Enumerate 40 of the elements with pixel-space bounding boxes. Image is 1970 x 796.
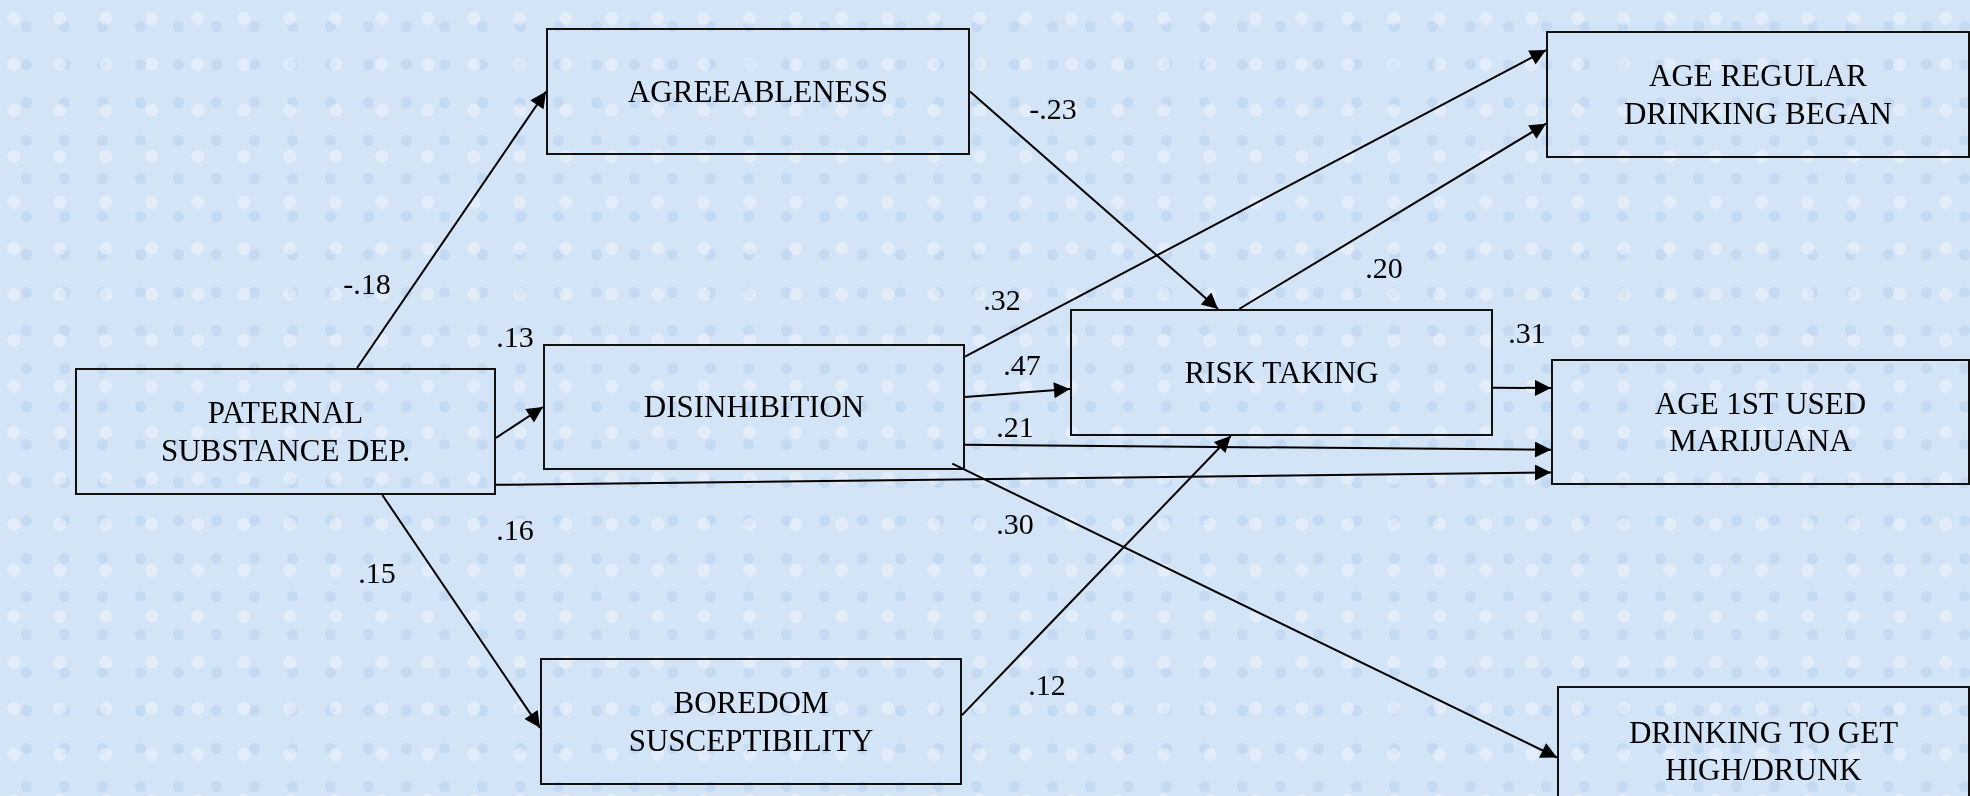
path-coefficient: .20 bbox=[1365, 251, 1403, 285]
path-coefficient: .15 bbox=[358, 556, 396, 590]
variable-name: RISK TAKING bbox=[1184, 353, 1379, 392]
variable-name: AGE 1ST USED MARIJUANA bbox=[1653, 384, 1868, 460]
arrow bbox=[961, 435, 1232, 717]
variable-box bbox=[75, 368, 496, 495]
path-coefficient: -.18 bbox=[343, 267, 391, 301]
variable-name: BOREDOM SUSCEPTIBILITY bbox=[627, 684, 875, 759]
variable-name: DRINKING TO GET HIGH/DRUNK bbox=[1627, 713, 1900, 789]
variable-name: AGE REGULAR DRINKING BEGAN bbox=[1623, 57, 1893, 132]
variable-box bbox=[1557, 686, 1970, 796]
arrow bbox=[381, 494, 541, 729]
arrow bbox=[495, 464, 1552, 486]
path-coefficient: .47 bbox=[1003, 348, 1041, 382]
path-coefficient: -.23 bbox=[1029, 92, 1077, 126]
arrow bbox=[964, 49, 1547, 358]
variable-box bbox=[543, 344, 965, 470]
arrow bbox=[964, 441, 1552, 458]
path-coefficient: .12 bbox=[1028, 668, 1066, 702]
path-coefficient: .16 bbox=[496, 513, 534, 547]
variable-box bbox=[546, 28, 970, 155]
arrow bbox=[951, 462, 1558, 759]
path-coefficient: .21 bbox=[996, 410, 1034, 444]
arrow bbox=[964, 382, 1071, 399]
variable-box bbox=[1546, 31, 1970, 158]
path-coefficient: .32 bbox=[983, 283, 1021, 317]
path-coefficient: .13 bbox=[496, 320, 534, 354]
arrow bbox=[356, 90, 547, 369]
arrow bbox=[969, 90, 1220, 310]
variable-name: DISINHIBITION bbox=[643, 388, 865, 426]
path-coefficient: .30 bbox=[996, 507, 1034, 541]
arrow bbox=[1492, 379, 1552, 396]
variable-box bbox=[540, 658, 962, 785]
arrow bbox=[1238, 122, 1547, 310]
arrow bbox=[495, 406, 544, 439]
variable-box bbox=[1070, 309, 1493, 436]
variable-box bbox=[1551, 359, 1970, 485]
path-coefficient: .31 bbox=[1508, 316, 1546, 350]
variable-name: PATERNAL SUBSTANCE DEP. bbox=[160, 394, 411, 469]
variable-name: AGREEABLENESS bbox=[627, 72, 889, 111]
